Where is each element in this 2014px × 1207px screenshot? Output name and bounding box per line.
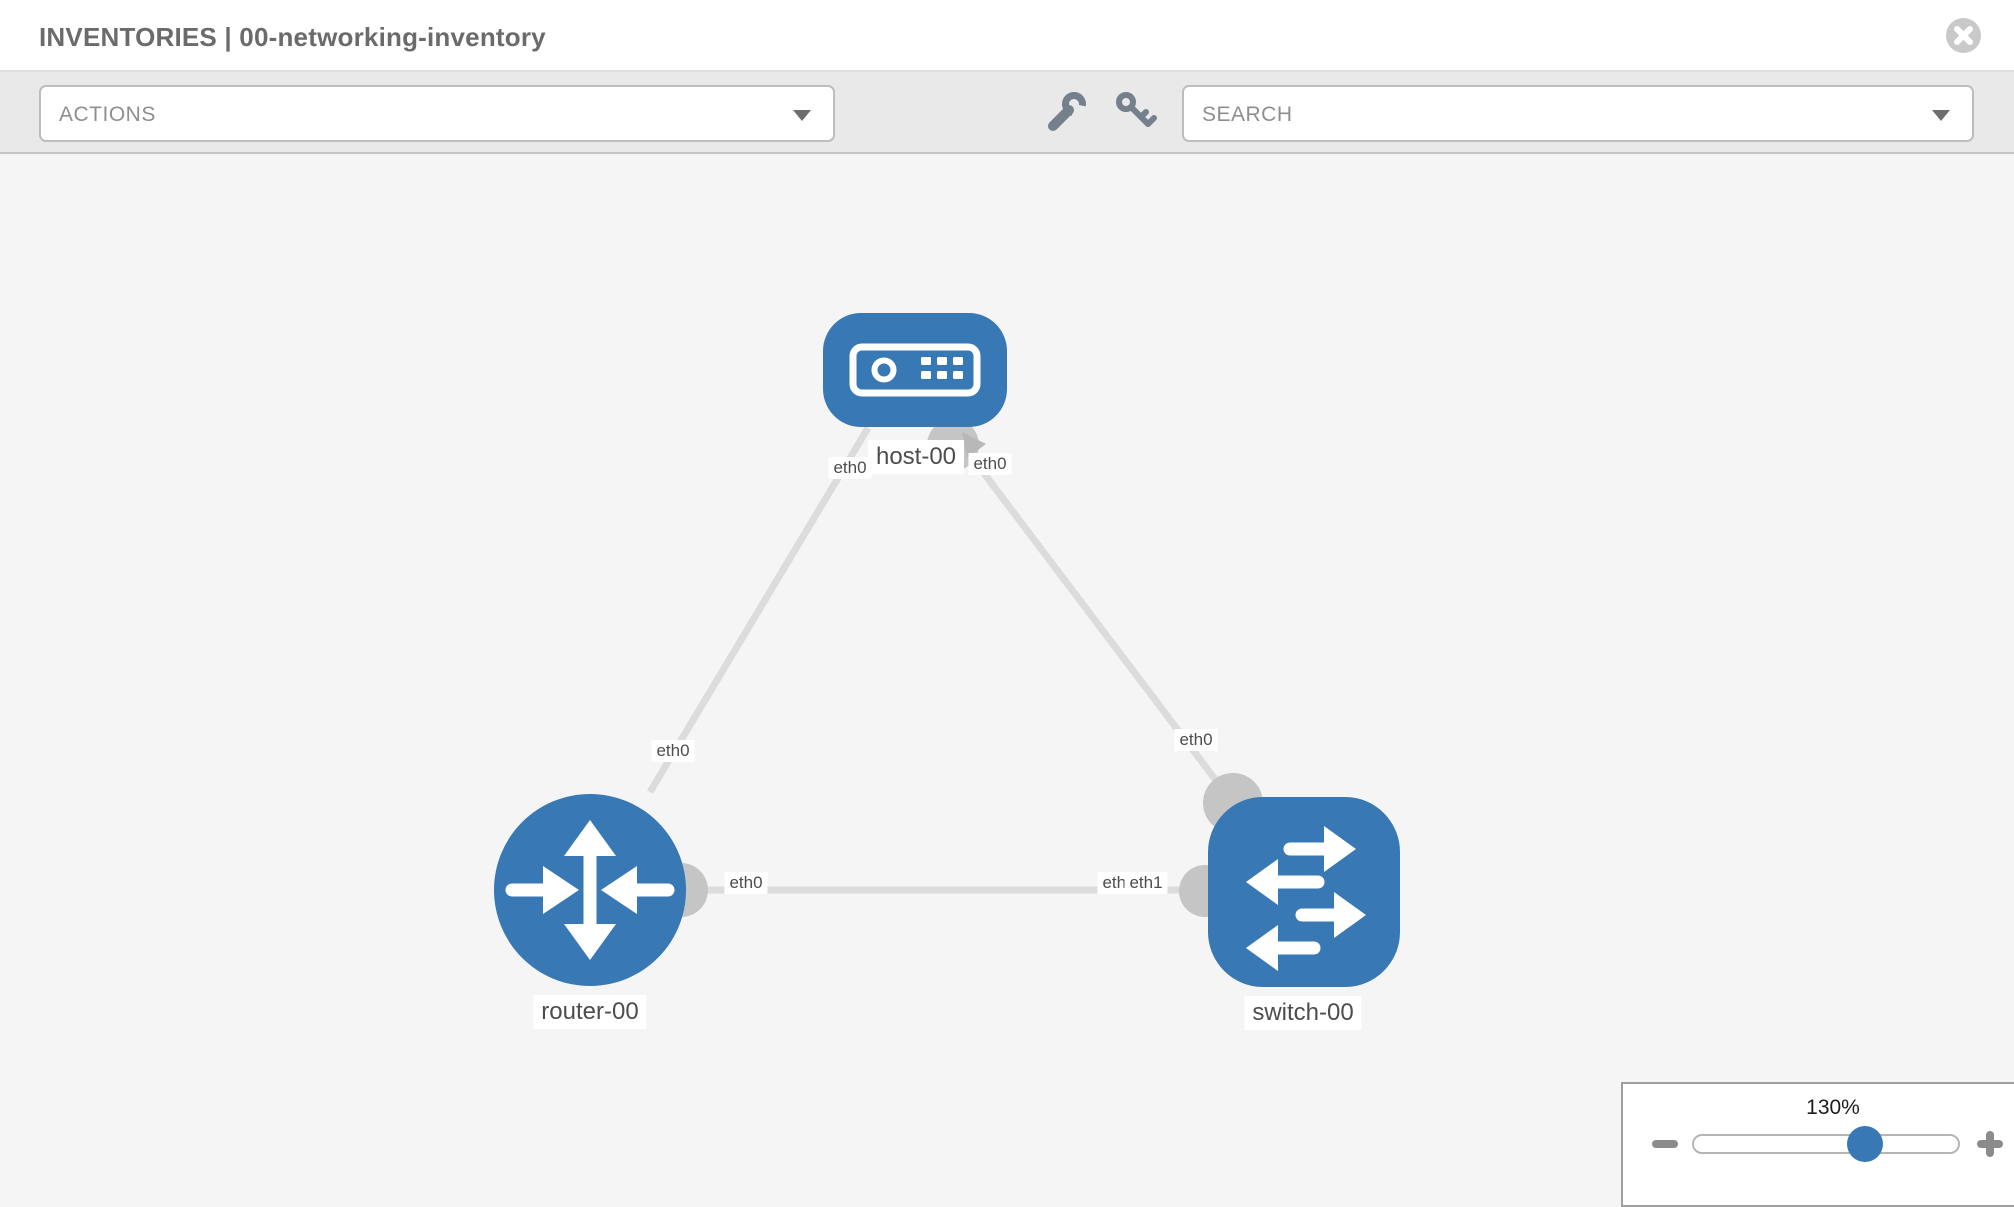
close-button[interactable] bbox=[1946, 18, 1981, 53]
host-icon bbox=[849, 343, 981, 397]
node-host[interactable] bbox=[823, 313, 1007, 427]
link-host-router[interactable] bbox=[646, 426, 872, 794]
link-arrowhead bbox=[962, 432, 986, 458]
router-icon bbox=[505, 820, 675, 960]
port-label-switch-eth0-top: eth0 bbox=[1174, 729, 1218, 751]
node-router[interactable] bbox=[494, 794, 686, 986]
switch-icon bbox=[1246, 826, 1366, 971]
search-placeholder: SEARCH bbox=[1202, 103, 1293, 126]
zoom-panel: 130% bbox=[1621, 1082, 2014, 1207]
node-label-router: router-00 bbox=[533, 995, 647, 1029]
port-label-router-eth0-top: eth0 bbox=[651, 740, 695, 762]
node-label-switch: switch-00 bbox=[1244, 996, 1362, 1030]
port-label-router-eth0-right: eth0 bbox=[724, 872, 768, 894]
zoom-slider[interactable] bbox=[1692, 1134, 1960, 1154]
chevron-down-icon bbox=[1932, 110, 1950, 121]
zoom-level-label: 130% bbox=[1806, 1096, 1860, 1119]
port-label-host-eth0-right: eth0 bbox=[968, 453, 1012, 475]
node-switch[interactable] bbox=[1208, 797, 1400, 987]
header-bar: INVENTORIES | 00-networking-inventory bbox=[0, 0, 2014, 72]
toolbar: ACTIONS SEARCH bbox=[0, 72, 2014, 154]
zoom-slider-thumb[interactable] bbox=[1847, 1126, 1883, 1162]
zoom-in-button[interactable] bbox=[1972, 1126, 2008, 1162]
port-label-switch-eth1: eth1 bbox=[1124, 872, 1168, 894]
actions-dropdown-label: ACTIONS bbox=[59, 103, 156, 126]
zoom-out-button[interactable] bbox=[1652, 1140, 1678, 1148]
port-label-host-eth0-left: eth0 bbox=[828, 457, 872, 479]
key-icon bbox=[1116, 92, 1157, 127]
wrench-icon bbox=[1048, 92, 1086, 131]
node-label-host: host-00 bbox=[867, 440, 965, 474]
toggle-key-button[interactable] bbox=[1106, 84, 1162, 140]
plus-icon bbox=[1986, 1131, 1994, 1157]
search-dropdown[interactable]: SEARCH bbox=[1182, 85, 1974, 142]
page-title: INVENTORIES | 00-networking-inventory bbox=[39, 22, 546, 52]
toggle-tools-button[interactable] bbox=[1038, 84, 1094, 140]
actions-dropdown[interactable]: ACTIONS bbox=[39, 85, 835, 142]
close-icon bbox=[1954, 26, 1973, 45]
chevron-down-icon bbox=[793, 110, 811, 121]
